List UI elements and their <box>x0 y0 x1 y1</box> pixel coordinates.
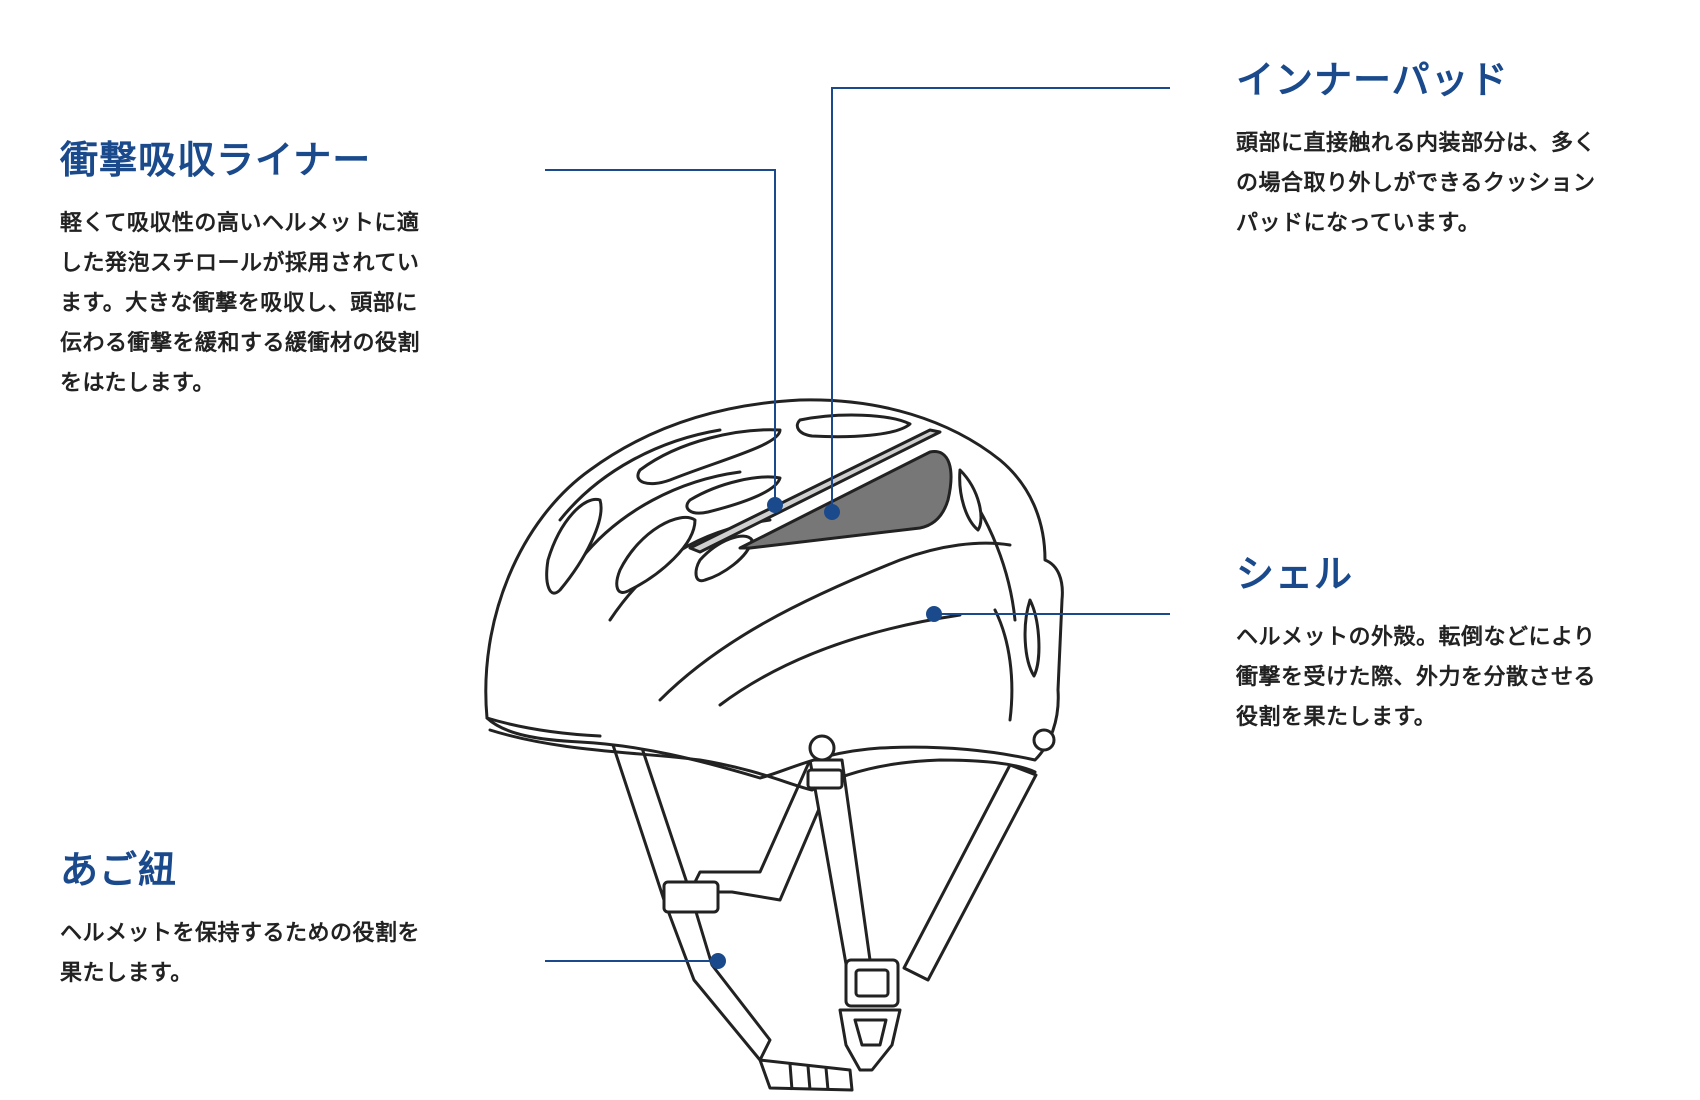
leader-dot-shell <box>926 606 942 622</box>
label-shell: シェル ヘルメットの外殻。転倒などにより 衝撃を受けた際、外力を分散させる 役割… <box>1236 552 1676 738</box>
label-description: ヘルメットの外殻。転倒などにより 衝撃を受けた際、外力を分散させる 役割を果たし… <box>1236 624 1597 730</box>
label-title: シェル <box>1236 552 1354 596</box>
label-description: 軽くて吸収性の高いヘルメットに適 した発泡スチロールが採用されてい ます。大きな… <box>60 210 421 396</box>
leader-line-liner <box>545 169 776 505</box>
label-description: 頭部に直接触れる内装部分は、多く の場合取り外しができるクッション パッドになっ… <box>1236 130 1597 236</box>
label-title: 衝撃吸収ライナー <box>60 138 372 182</box>
leader-dot-strap <box>710 953 726 969</box>
label-title: インナーパッド <box>1236 58 1509 102</box>
label-description: ヘルメットを保持するための役割を 果たします。 <box>60 920 421 986</box>
chin-strap-drawing <box>610 740 1038 1092</box>
leader-dot-inner <box>824 504 840 520</box>
leader-lines <box>545 87 1170 962</box>
label-title: あご紐 <box>60 848 178 892</box>
leader-line-inner <box>831 87 1170 512</box>
label-inner-pad: インナーパッド 頭部に直接触れる内装部分は、多く の場合取り外しができるクッショ… <box>1236 58 1676 244</box>
leader-dot-liner <box>767 497 783 513</box>
label-chin-strap: あご紐 ヘルメットを保持するための役割を 果たします。 <box>60 848 500 994</box>
helmet-shell-drawing <box>484 398 1064 792</box>
label-impact-liner: 衝撃吸収ライナー 軽くて吸収性の高いヘルメットに適 した発泡スチロールが採用され… <box>60 138 500 404</box>
